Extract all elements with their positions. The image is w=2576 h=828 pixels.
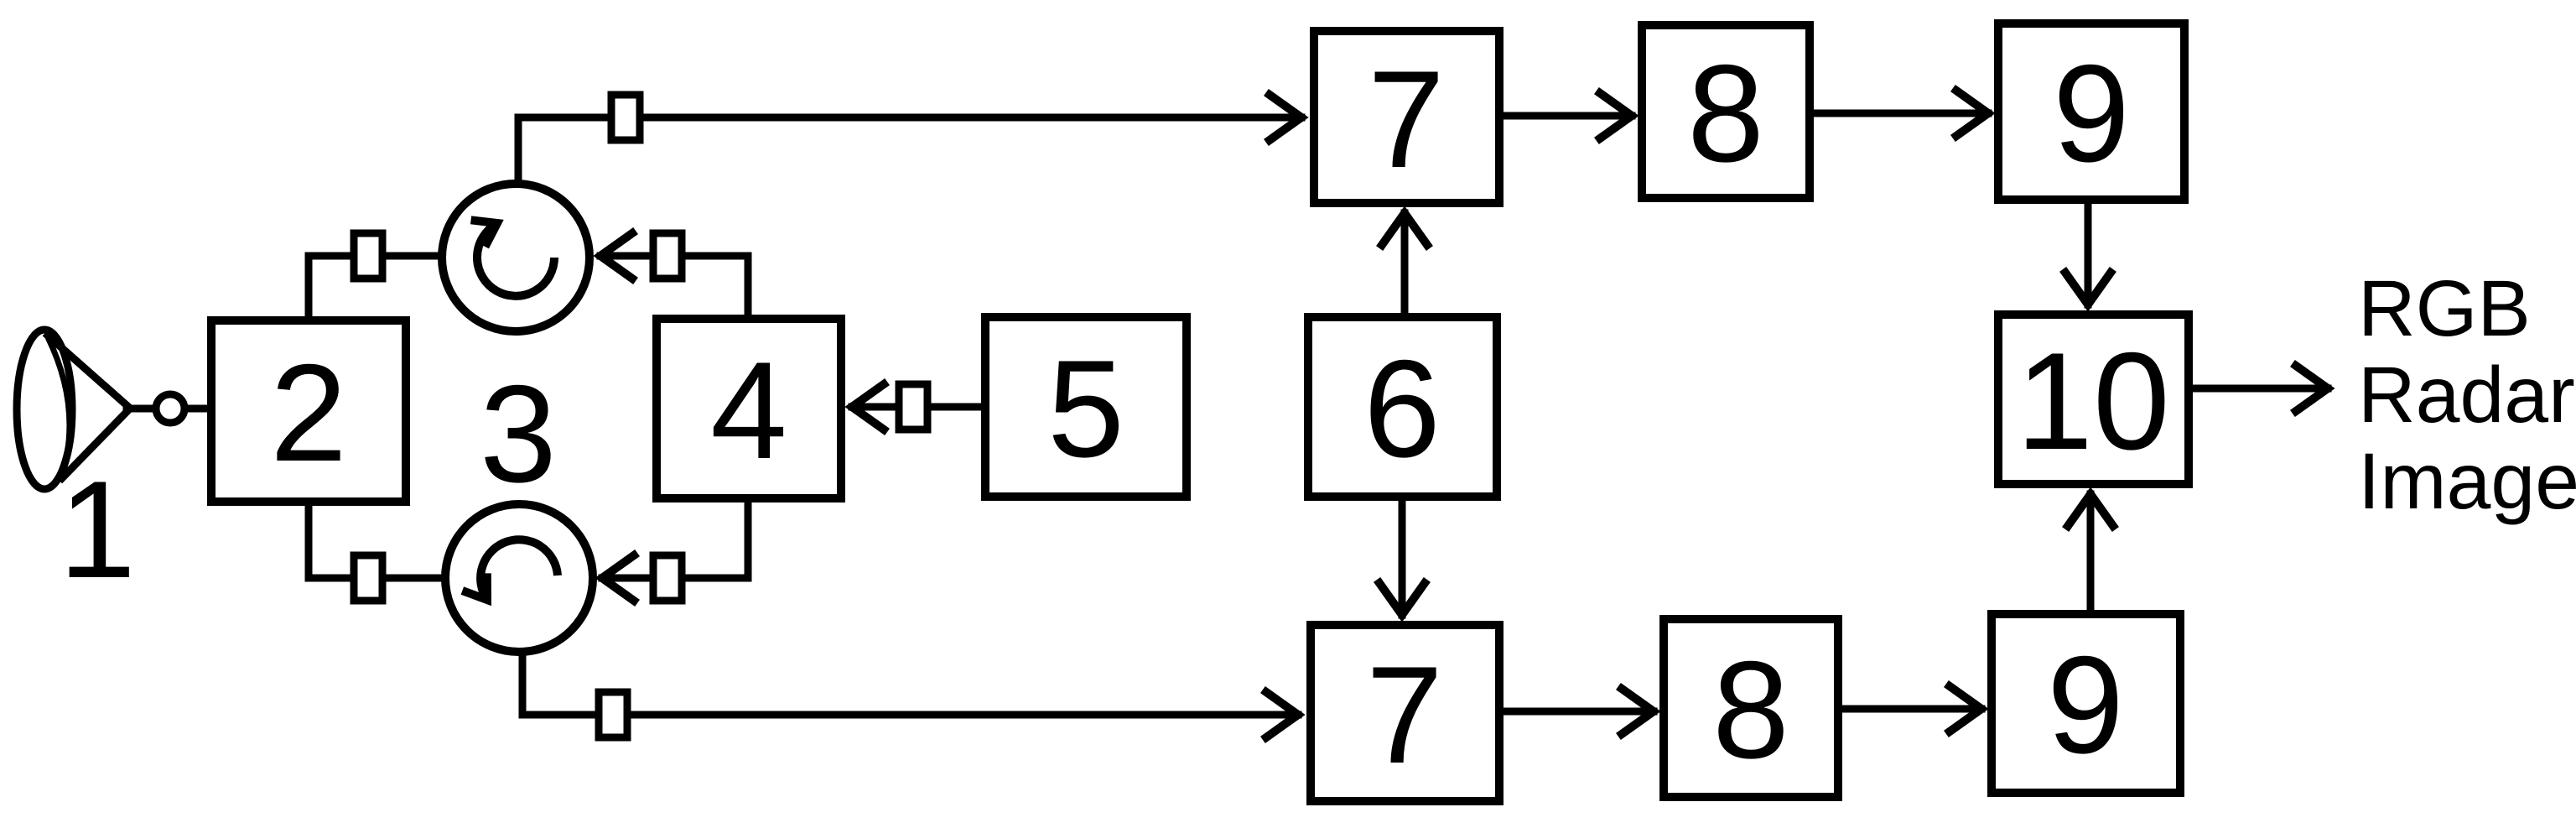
block-6: 6 [1304,313,1501,501]
rotation-arrowhead [460,573,492,607]
circulator-clockwise-icon [438,180,594,336]
output-label: RGB Radar Image [2358,264,2576,526]
block-2-label: 2 [270,336,347,490]
block-6-label: 6 [1363,331,1441,486]
block-7-top-rect [1310,27,1504,207]
block-7-bottom-label: 7 [1366,638,1443,792]
horn-mouth-inner-rim [44,336,73,480]
block-9-top-rect [1994,19,2189,204]
circulator-bottom [441,500,597,656]
waveguide-joints [350,91,932,742]
wire-block2-to-circulator-top [304,252,446,325]
block-5-label: 5 [1047,331,1124,486]
waveguide-joint-icon [350,229,387,283]
output-label-line3: Image [2358,437,2576,526]
block-5-rect [981,313,1191,501]
waveguide-joint-icon [649,229,686,283]
block-8-bottom: 8 [1659,615,1842,801]
block-9-bottom: 9 [1987,610,2184,797]
arrow-circulator-bottom-to-block7-bottom [518,648,1306,743]
block-4-label: 4 [710,333,787,487]
block-10: 10 [1994,310,2193,488]
block-7-bottom: 7 [1306,621,1504,805]
waveguide-joint-icon [595,688,631,742]
block-9-bottom-label: 9 [2047,628,2124,782]
block-7-top-label: 7 [1368,42,1445,196]
block-9-top: 9 [1994,19,2189,204]
circulator-pair-label: 3 [480,357,557,511]
horn-mouth [13,325,76,493]
waveguide-joint-icon [895,380,932,434]
wire-block2-to-circulator-bottom [304,497,449,582]
block-9-top-label: 9 [2053,36,2130,190]
block-8-top-rect [1638,21,1814,202]
block-4: 4 [652,315,845,503]
block-2: 2 [207,316,410,506]
horn-cone-upper [42,330,132,411]
feed-port-icon [152,390,189,427]
waveguide-joint-icon [350,551,387,605]
block-10-rect [1994,310,2193,488]
block-6-rect [1304,313,1501,501]
output-label-line2: Radar [2358,351,2575,440]
block-9-bottom-rect [1987,610,2184,797]
block-10-label: 10 [2016,324,2170,478]
block-5: 5 [981,313,1191,501]
rotation-arrowhead [470,216,504,249]
block-8-top: 8 [1638,21,1814,202]
block-8-bottom-rect [1659,615,1842,801]
waveguide-joint-icon [649,551,686,605]
output-label-line1: RGB [2358,264,2531,353]
arrow-circulator-top-to-block7-top [514,89,1309,188]
waveguide-joint-icon [607,91,644,144]
rotation-arrow-cw [473,220,558,300]
circulator-top [438,180,594,336]
block-7-bottom-rect [1306,621,1504,805]
horn-antenna-icon [13,325,189,493]
circulator-counterclockwise-icon [441,500,597,656]
block-8-top-label: 8 [1687,36,1764,190]
block-7-top: 7 [1310,27,1504,207]
block-8-bottom-label: 8 [1712,633,1789,787]
block-4-rect [652,315,845,503]
rotation-arrow-ccw [476,535,562,602]
block-2-rect [207,316,410,506]
antenna-label: 1 [59,452,136,607]
horn-cone-lower [56,406,132,484]
